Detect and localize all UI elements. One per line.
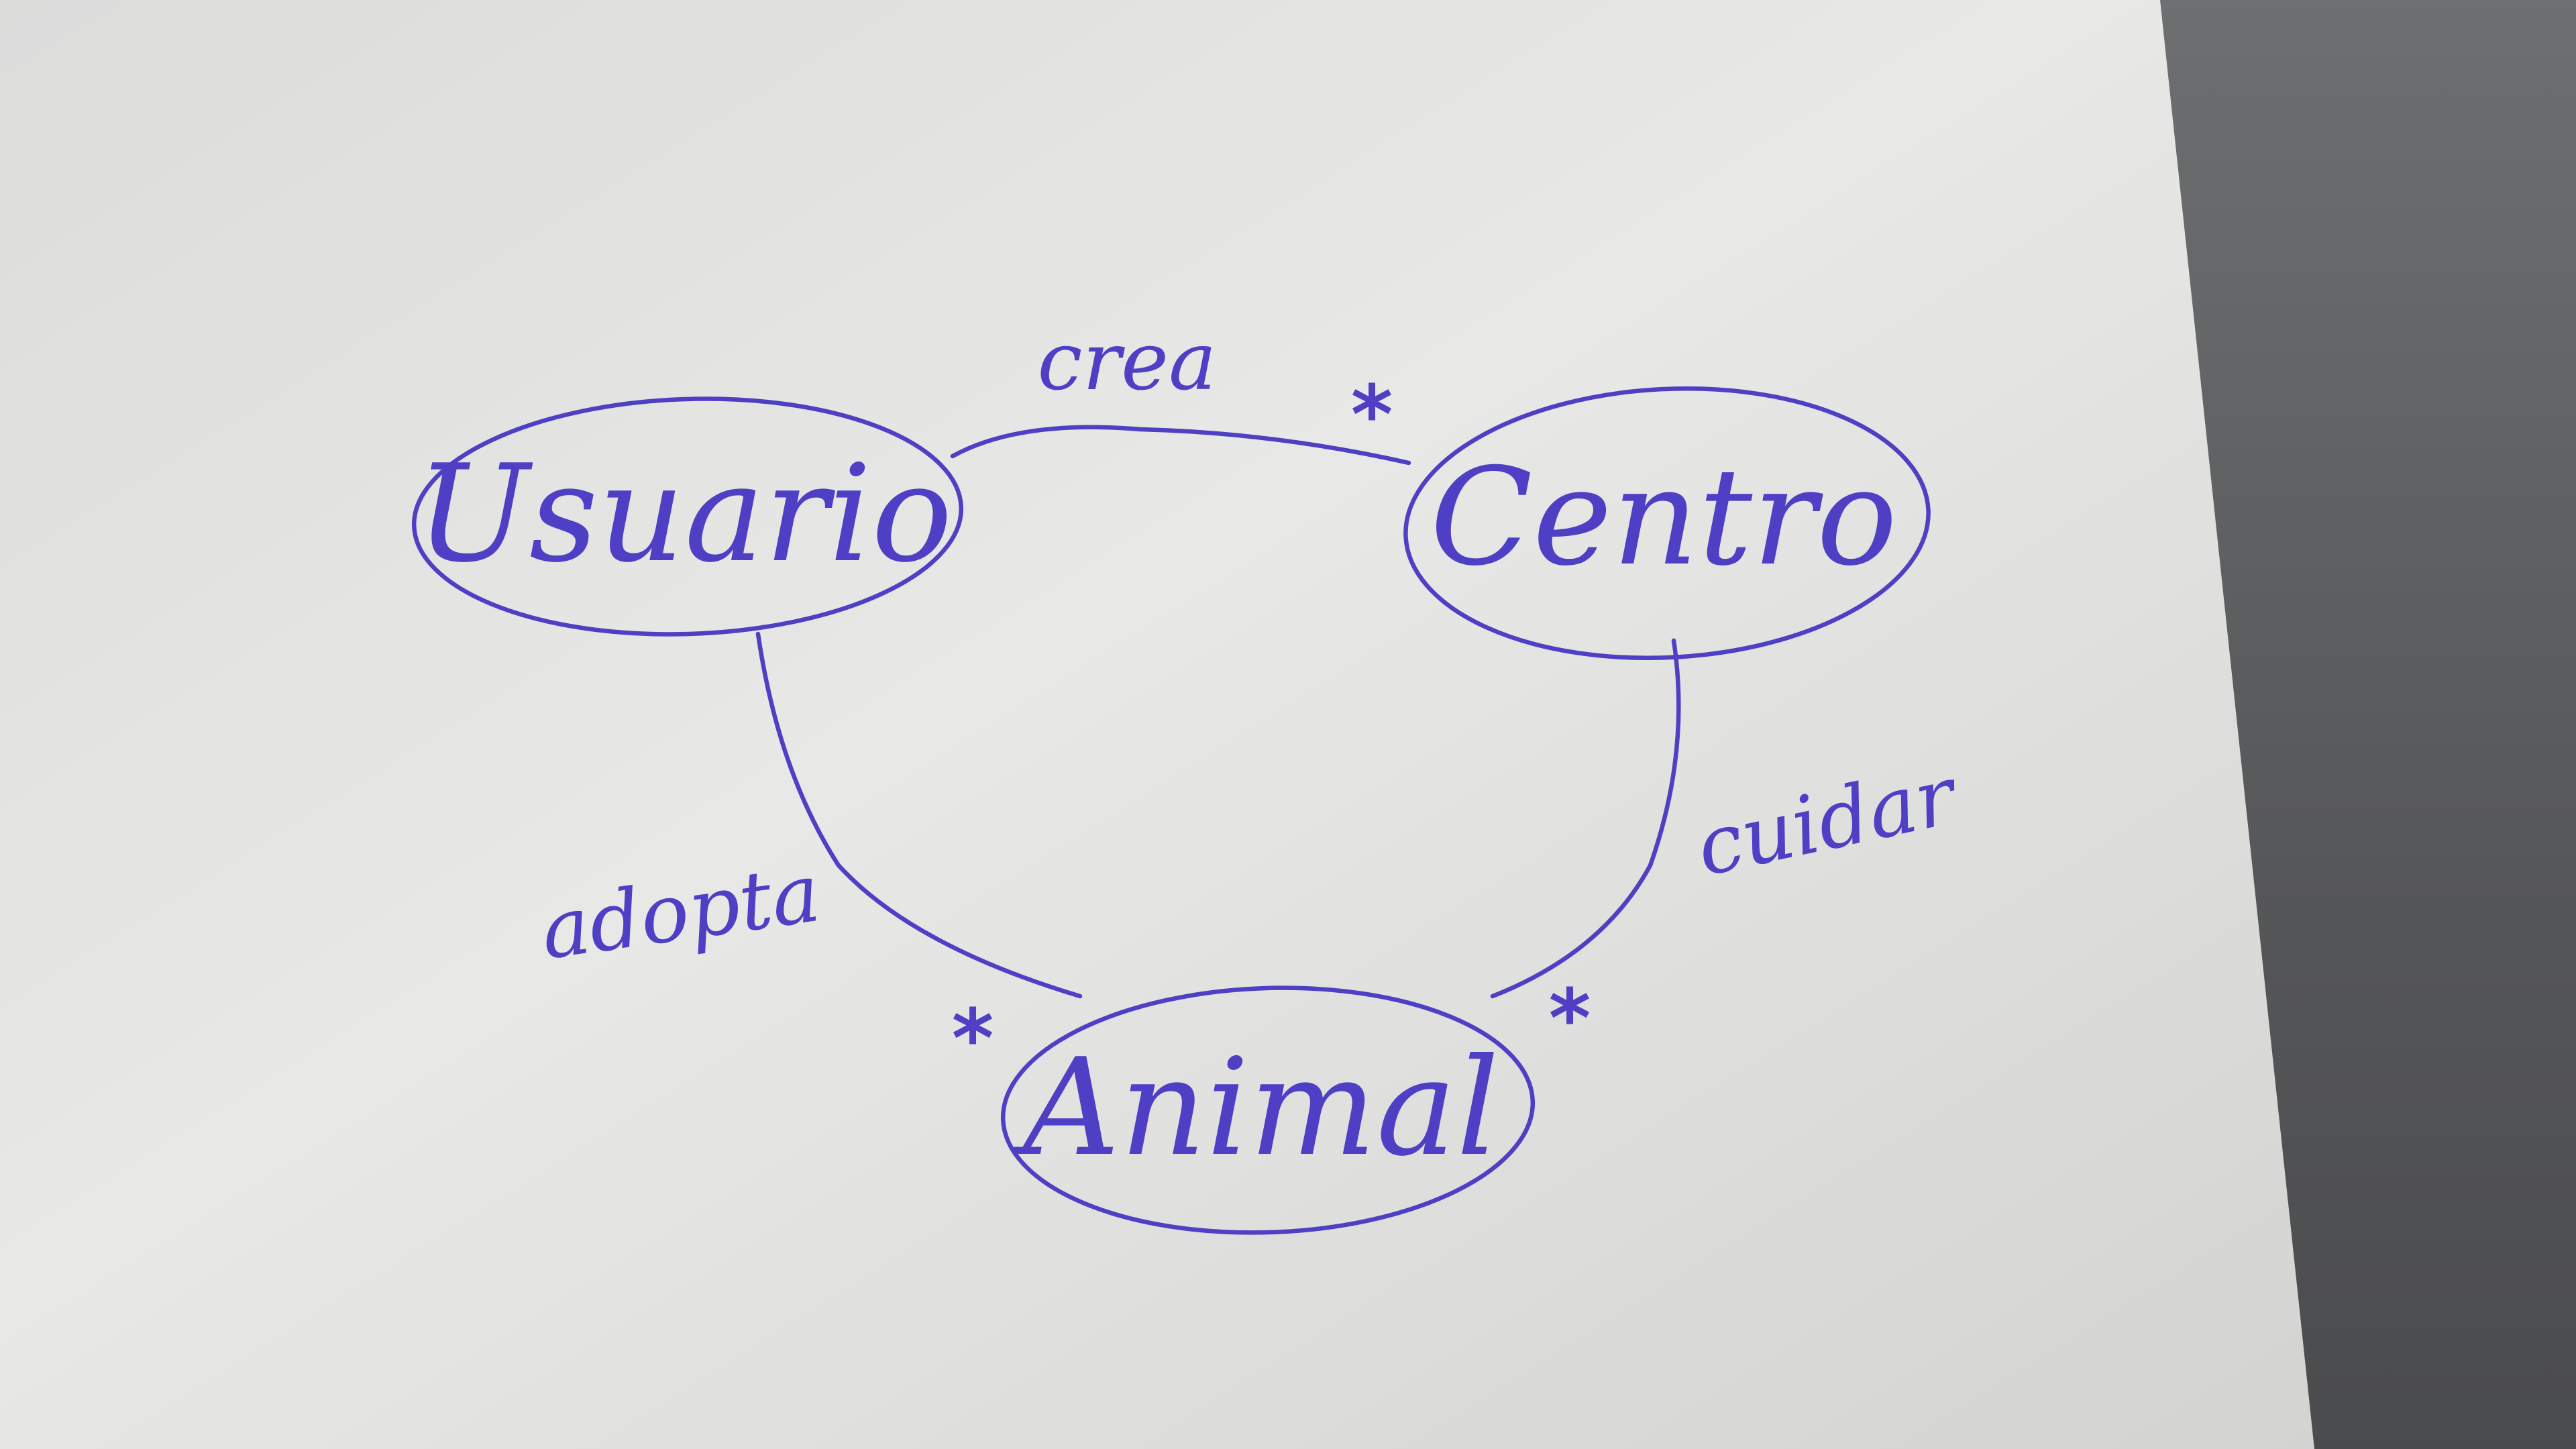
node-usuario-ellipse: [411, 396, 964, 637]
node-animal-label: Animal: [1012, 1030, 1499, 1186]
edge-crea-label: crea: [1037, 315, 1216, 409]
node-animal-ellipse: [1000, 985, 1536, 1235]
edge-adopta-label: adopta: [535, 847, 825, 978]
edge-crea-line: [950, 425, 1411, 466]
node-centro-label: Centro: [1430, 439, 1898, 596]
edge-adopta-multiplicity: *: [952, 993, 994, 1086]
edge-cuidar: cuidar *: [1490, 638, 1968, 1066]
edge-crea-multiplicity: *: [1351, 369, 1393, 462]
edge-cuidar-line: [1490, 638, 1681, 999]
edge-adopta: adopta *: [535, 631, 1083, 1086]
edge-adopta-line: [755, 631, 1083, 999]
node-usuario: Usuario: [411, 396, 964, 637]
node-centro: Centro: [1403, 386, 1931, 661]
edge-cuidar-multiplicity: *: [1549, 973, 1591, 1066]
edge-crea: crea *: [950, 315, 1411, 466]
node-animal: Animal: [1000, 985, 1536, 1235]
node-usuario-label: Usuario: [416, 436, 952, 592]
edge-cuidar-label: cuidar: [1688, 749, 1967, 895]
